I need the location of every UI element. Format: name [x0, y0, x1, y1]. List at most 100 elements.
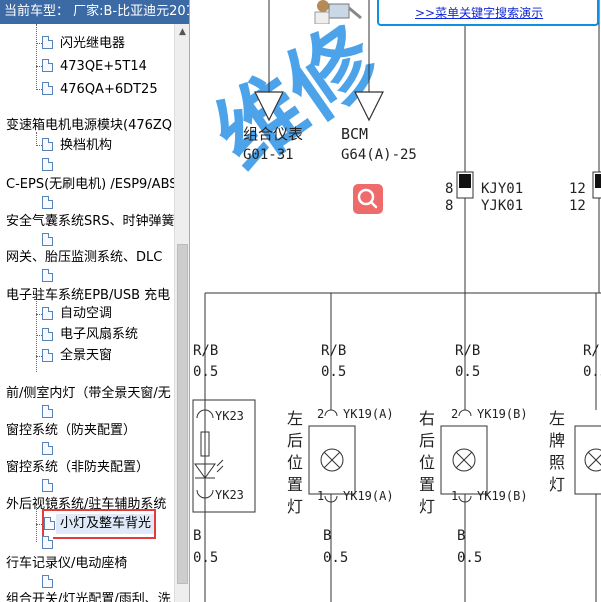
connector-pin: 12	[569, 198, 586, 214]
document-icon	[44, 517, 55, 530]
document-icon	[42, 536, 53, 549]
tree-item[interactable]: 外后视镜系统/驻车辅助系统	[6, 497, 167, 512]
tree-connector	[36, 24, 37, 90]
document-icon	[42, 307, 53, 320]
document-icon	[42, 405, 53, 418]
tree-connector	[36, 43, 44, 44]
svg-text:1: 1	[451, 489, 458, 503]
selection-highlight	[56, 514, 154, 534]
svg-text:牌: 牌	[549, 431, 565, 450]
tree-item[interactable]: 全景天窗	[60, 348, 113, 363]
tree-item[interactable]: 自动空调	[60, 306, 113, 321]
scrollbar-thumb[interactable]	[177, 244, 188, 584]
svg-text:后: 后	[287, 431, 303, 450]
wire-code: B	[457, 528, 465, 544]
connector-pin: 8	[445, 181, 453, 197]
svg-text:左: 左	[287, 409, 303, 428]
ground-triangle	[254, 91, 284, 122]
ground-triangle	[354, 91, 384, 122]
svg-text:左: 左	[549, 409, 565, 428]
wire-gauge: 0.5	[457, 550, 482, 566]
tree-item[interactable]: 前/侧室内灯（带全景天窗/无	[6, 386, 171, 401]
tree-item[interactable]: 闪光继电器	[60, 36, 126, 51]
tree-connector	[36, 524, 44, 525]
g1-code: G01-31	[243, 147, 294, 163]
svg-text:灯: 灯	[287, 497, 303, 516]
g2-code: G64(A)-25	[341, 147, 417, 163]
document-icon	[42, 575, 53, 588]
tree-connector	[36, 504, 37, 542]
connector-pin: 12	[569, 181, 586, 197]
tree-item[interactable]: 电子风扇系统	[60, 327, 139, 342]
document-icon	[42, 158, 53, 171]
svg-text:位: 位	[287, 453, 303, 472]
connector-code: YK23	[215, 409, 244, 423]
document-icon	[42, 233, 53, 246]
document-icon	[42, 196, 53, 209]
vehicle-header: 当前车型： 厂家:B-比亚迪元2016-2017	[0, 0, 189, 24]
svg-text:灯: 灯	[549, 475, 565, 494]
g2-label: BCM	[341, 125, 368, 143]
tree-connector	[36, 89, 44, 90]
svg-text:2: 2	[451, 407, 458, 421]
document-icon	[42, 479, 53, 492]
document-icon	[42, 138, 53, 151]
wire-code: R/B	[193, 343, 218, 359]
tree-item[interactable]: 安全气囊系统SRS、时钟弹簧	[6, 214, 174, 229]
category-tree: 闪光继电器 473QE+5T14 476QA+6DT25 变速箱电机电源模块(4…	[0, 24, 174, 602]
lamp-left-license: 左 牌 照 灯	[549, 409, 601, 602]
wire-code: B	[323, 528, 331, 544]
tree-item[interactable]: 窗控系统（非防夹配置）	[6, 460, 150, 475]
document-icon	[42, 82, 53, 95]
wire-gauge: 0.5	[455, 364, 480, 380]
tree-connector	[36, 290, 37, 372]
wiring-diagram: 维修 组合仪表 G01-31 BCM G64(A)-25 8 KJY01 8 Y…	[191, 0, 601, 602]
wire-gauge: 0.5	[583, 364, 601, 380]
tree-item[interactable]: 行车记录仪/电动座椅	[6, 556, 128, 571]
lamp-right-rear-position: 右 后 位 置 灯 2 YK19(B) 1 YK19(B)	[419, 407, 528, 602]
tree-item[interactable]: 组合开关/灯光配置/雨刮、洗	[6, 592, 171, 602]
connector-code: YJK01	[481, 198, 523, 214]
tree-item[interactable]: 476QA+6DT25	[60, 82, 158, 97]
svg-text:后: 后	[419, 431, 435, 450]
search-demo-link[interactable]: >>菜单关键字搜索演示	[415, 6, 544, 20]
tree-item[interactable]: 窗控系统（防夹配置）	[6, 423, 137, 438]
svg-text:2: 2	[317, 407, 324, 421]
tree-panel: 当前车型： 厂家:B-比亚迪元2016-2017 闪光继电器 473QE+5T1…	[0, 0, 190, 602]
tree-connector	[36, 335, 44, 336]
svg-text:YK19(A): YK19(A)	[343, 489, 394, 503]
wire-code: R/B	[321, 343, 346, 359]
svg-text:灯: 灯	[419, 497, 435, 516]
svg-text:YK19(B): YK19(B)	[477, 489, 528, 503]
svg-text:置: 置	[419, 475, 435, 494]
wire-gauge: 0.5	[321, 364, 346, 380]
connector-pin: 8	[445, 198, 453, 214]
svg-text:YK19(A): YK19(A)	[343, 407, 394, 421]
tree-item[interactable]: 变速箱电机电源模块(476ZQ	[6, 118, 173, 133]
tree-item[interactable]: 电子驻车系统EPB/USB 充电	[6, 288, 171, 303]
document-icon	[42, 36, 53, 49]
wire-gauge: 0.5	[193, 364, 218, 380]
svg-text:1: 1	[317, 489, 324, 503]
svg-text:置: 置	[287, 475, 303, 494]
scroll-up-icon[interactable]: ▲	[179, 27, 186, 37]
document-icon	[42, 349, 53, 362]
tree-item[interactable]: 网关、胎压监测系统、DLC	[6, 250, 163, 265]
document-icon	[42, 59, 53, 72]
tree-item[interactable]: C-EPS(无刷电机) /ESP9/ABS	[6, 177, 174, 192]
wire-gauge: 0.5	[193, 550, 218, 566]
tree-item-selected[interactable]: 小灯及整车背光	[60, 516, 152, 531]
tree-item[interactable]: 473QE+5T14	[60, 59, 147, 74]
search-icon	[357, 188, 378, 209]
document-icon	[42, 442, 53, 455]
wire-code: R/B	[455, 343, 480, 359]
tree-connector	[36, 132, 37, 146]
tree-scrollbar[interactable]: ▲	[174, 24, 189, 602]
selection-box	[42, 509, 156, 539]
diagram-canvas: 维修 组合仪表 G01-31 BCM G64(A)-25 8 KJY01 8 Y…	[192, 0, 601, 602]
zoom-search-button[interactable]	[353, 184, 383, 214]
tree-item[interactable]: 换档机构	[60, 138, 113, 153]
tree-connector	[36, 66, 44, 67]
svg-text:YK19(B): YK19(B)	[477, 407, 528, 421]
svg-text:右: 右	[419, 409, 435, 428]
